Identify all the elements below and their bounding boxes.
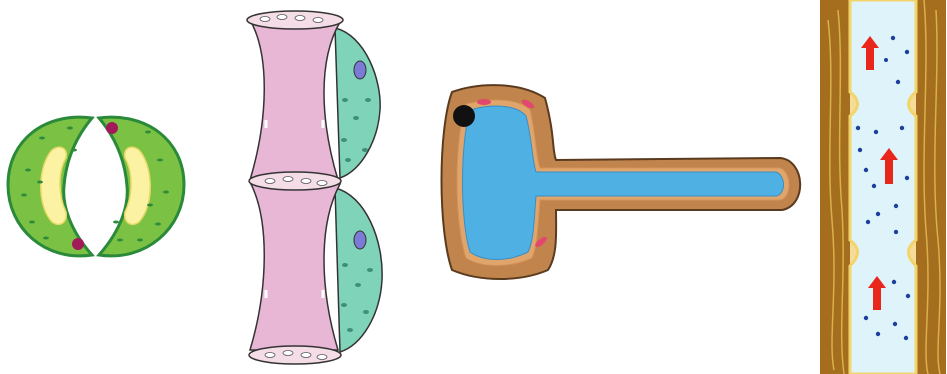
sieve-tube-and-companion-cell-icon: [247, 11, 382, 364]
xylem-vessel-water-flow-icon: [820, 0, 946, 374]
root-hair-cell-icon: [442, 85, 801, 279]
